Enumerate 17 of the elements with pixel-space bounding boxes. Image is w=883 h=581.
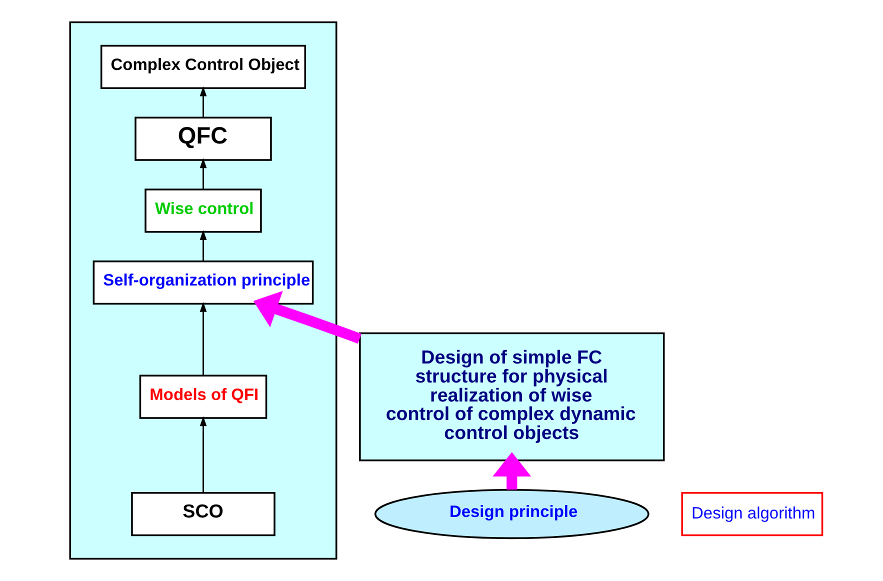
node-box: Design algorithm [681, 492, 824, 536]
node-box: Design of simple FC structure for physical realization of wise control of complex dynamic control objects [359, 332, 665, 462]
arrow [200, 302, 207, 376]
node-ellipse: Design principle [374, 488, 650, 540]
node-box: Complex Control Object [100, 44, 306, 90]
arrow [200, 230, 207, 262]
arrow [200, 158, 207, 190]
node-box: SCO [131, 492, 276, 536]
node-box: Wise control [144, 188, 262, 233]
node-box: Models of QFI [139, 374, 268, 419]
arrow [200, 416, 207, 492]
arrow [200, 86, 207, 118]
node-box: Self-organization principle [92, 260, 314, 305]
cluster [69, 21, 338, 560]
arrow [492, 452, 532, 490]
node-box: QFC [134, 116, 272, 161]
arrow [253, 290, 362, 344]
